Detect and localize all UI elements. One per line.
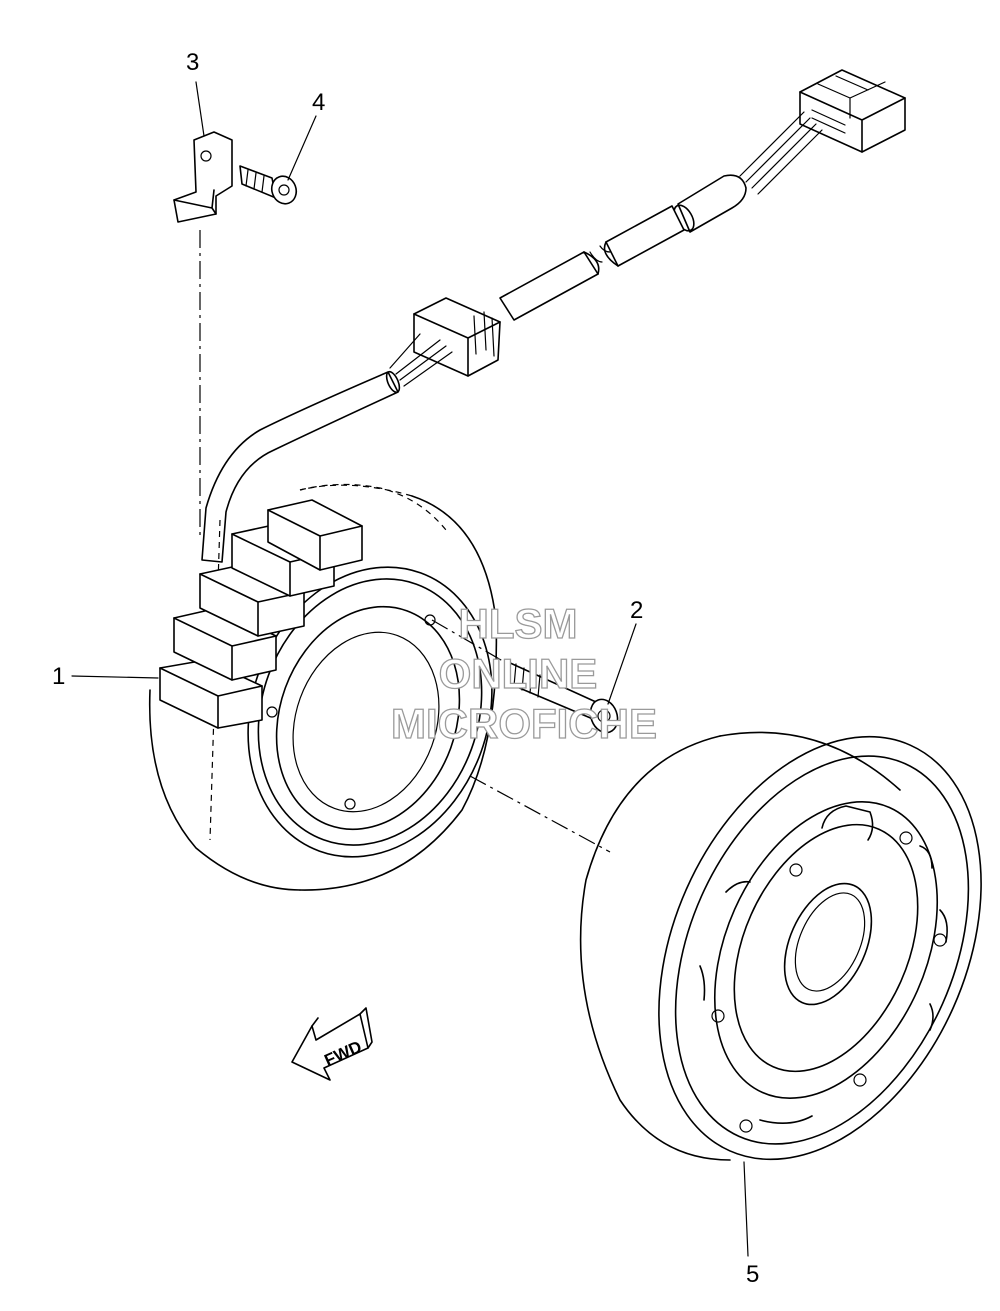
assembly-center-lines — [199, 230, 611, 853]
watermark: HLSM ONLINE MICROFICHE — [390, 599, 657, 747]
rotor-part-5 — [579, 731, 982, 1161]
stator-part-1 — [148, 483, 498, 891]
callout-3: 3 — [186, 49, 199, 76]
watermark-line-2: ONLINE — [439, 650, 598, 697]
callout-4: 4 — [312, 89, 325, 116]
callout-1: 1 — [52, 663, 65, 690]
watermark-line-3: MICROFICHE — [391, 700, 657, 747]
callout-2: 2 — [630, 597, 643, 624]
forward-arrow-icon: FWD — [291, 1007, 373, 1081]
leader-lines — [71, 81, 749, 1257]
clamp-part-3 — [173, 131, 233, 223]
callout-5: 5 — [746, 1261, 759, 1288]
screw-part-4 — [239, 165, 298, 205]
bolt-part-2 — [507, 661, 619, 734]
watermark-line-1: HLSM — [459, 600, 578, 647]
wire-harness — [201, 69, 906, 563]
